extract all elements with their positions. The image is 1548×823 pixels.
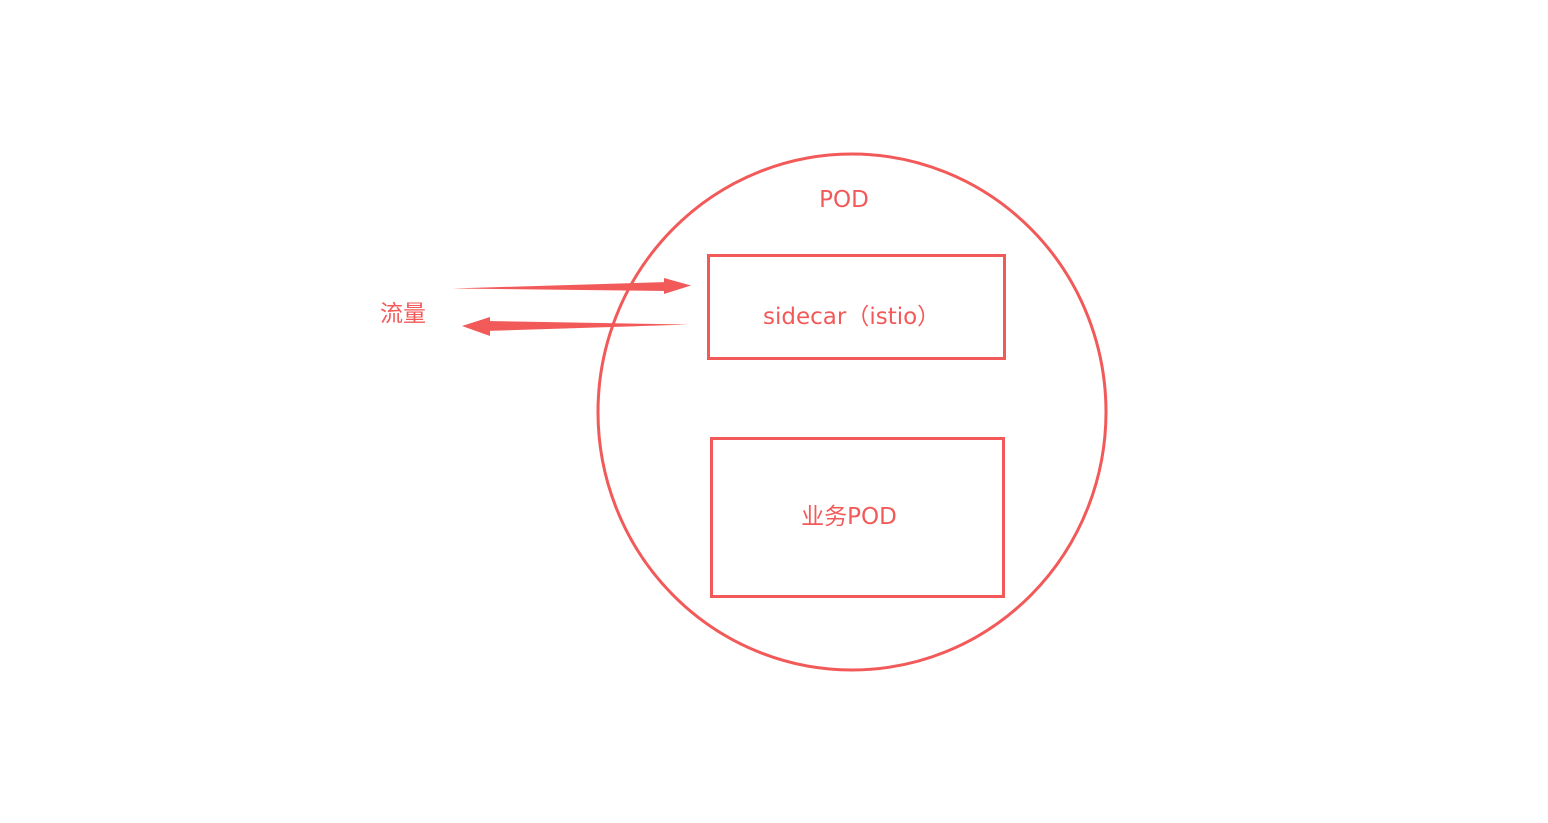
pod-label: POD <box>819 187 869 213</box>
business-pod-box <box>710 437 1005 598</box>
outbound-arrow-head <box>462 317 490 336</box>
inbound-arrow-head <box>664 278 691 294</box>
inbound-arrow-shaft <box>452 282 668 291</box>
sidecar-label: sidecar（istio） <box>763 304 940 330</box>
traffic-label: 流量 <box>380 301 426 327</box>
sidecar-box <box>707 254 1006 360</box>
business-pod-label: 业务POD <box>801 504 897 530</box>
inbound-arrow <box>452 278 691 294</box>
outbound-arrow <box>462 317 689 336</box>
pod-circle <box>596 152 1108 672</box>
outbound-arrow-shaft <box>486 321 689 331</box>
